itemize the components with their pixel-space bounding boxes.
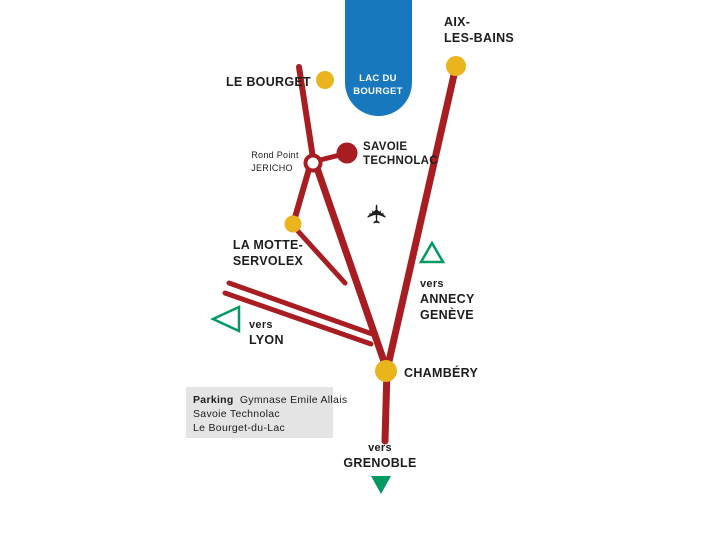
road-aix-chambery: [383, 62, 460, 374]
label-lyon-vers: vers: [249, 319, 273, 331]
parking-info-box: [186, 387, 333, 438]
label-le-bourget: LE BOURGET: [226, 75, 311, 89]
label-lyon: LYON: [249, 333, 284, 347]
node-le-bourget: [316, 71, 334, 89]
lake-label-line2: BOURGET: [353, 86, 403, 97]
parking-line1: Parking Gymnase Emile Allais: [193, 394, 347, 406]
road-le-bourget: [296, 64, 316, 161]
label-aix-line1: AIX-: [444, 15, 470, 29]
node-rond-point-jericho: [303, 153, 323, 173]
label-annecy-vers: vers: [420, 278, 444, 290]
road-rondpoint-lamotte: [291, 166, 312, 224]
label-rond-point-line2: JERICHO: [251, 163, 293, 173]
parking-line3: Le Bourget-du-Lac: [193, 422, 285, 434]
lake-label-line1: LAC DU: [359, 73, 397, 84]
label-annecy-line2: GENÈVE: [420, 307, 474, 322]
road-lamotte-junction: [293, 226, 348, 286]
direction-triangle-lyon-icon: [210, 305, 241, 333]
motorway-lyon-line2: [222, 290, 374, 347]
direction-triangle-annecy-icon: [418, 240, 446, 264]
parking-title: Parking: [193, 394, 234, 406]
label-annecy-line1: ANNECY: [420, 292, 475, 306]
node-la-motte-servolex: [284, 215, 302, 233]
label-savoie-technolac-line2: TECHNOLAC: [363, 155, 438, 167]
parking-line1-rest: Gymnase Emile Allais: [240, 394, 348, 406]
label-rond-point-line1: Rond Point: [251, 150, 299, 160]
airplane-icon: ✈: [362, 203, 392, 225]
parking-line2: Savoie Technolac: [193, 408, 280, 420]
motorway-lyon-line1: [226, 280, 378, 338]
node-aix-les-bains: [446, 56, 466, 76]
node-chambery: [375, 360, 397, 382]
label-aix-line2: LES-BAINS: [444, 31, 514, 45]
label-la-motte-line1: LA MOTTE-: [233, 238, 303, 252]
label-la-motte-line2: SERVOLEX: [233, 254, 304, 268]
lake-shape: [345, 0, 412, 116]
node-savoie-technolac: [336, 142, 358, 164]
direction-triangle-grenoble-icon: [371, 476, 391, 494]
label-grenoble-vers: vers: [368, 442, 392, 454]
label-grenoble: GRENOBLE: [343, 456, 416, 470]
label-chambery: CHAMBÉRY: [404, 365, 479, 380]
label-savoie-technolac-line1: SAVOIE: [363, 141, 407, 153]
